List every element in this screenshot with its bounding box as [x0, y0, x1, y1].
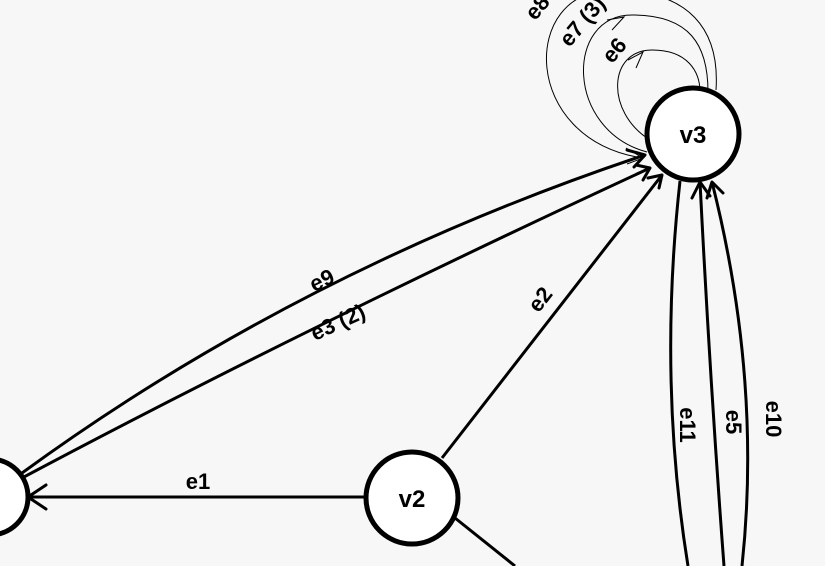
loop-e6-arrowhead	[627, 50, 645, 69]
edge-label-e9: e9	[305, 264, 338, 297]
edge-e2[interactable]	[440, 174, 664, 459]
edge-e3-arrowhead	[634, 163, 652, 182]
loop-e7[interactable]	[582, 14, 709, 153]
edge-label-e1: e1	[186, 469, 210, 494]
node-v2-label: v2	[399, 486, 426, 513]
edge-v2-bottom[interactable]	[454, 516, 516, 566]
edge-label-e2: e2	[523, 282, 558, 317]
edge-label-e3: e3 (2)	[306, 299, 369, 346]
node-left[interactable]	[0, 457, 31, 537]
edge-label-e10: e10	[761, 401, 786, 438]
loop-e8-arrowhead	[625, 147, 645, 165]
loop-e7-arrowhead	[606, 16, 626, 31]
edge-label-e6: e6	[597, 33, 632, 68]
node-v2-circle	[363, 449, 461, 547]
edge-label-e11: e11	[675, 407, 700, 443]
node-v3-circle	[644, 85, 742, 183]
edge-label-e8: e8	[520, 0, 555, 25]
self-loops	[546, 0, 717, 165]
edge-e10[interactable]	[710, 181, 750, 566]
edge-e2-arrowhead	[646, 173, 664, 190]
node-v2[interactable]: v2	[363, 449, 461, 547]
loop-e6[interactable]	[617, 49, 701, 141]
edge-e10-arrowhead	[705, 180, 725, 200]
loop-e8[interactable]	[546, 0, 717, 159]
edge-labels: e1 e2 e9 e3 (2) e11 e5 e10 e6 e7 (3) e8	[186, 0, 786, 494]
edge-e5-arrowhead	[690, 180, 712, 200]
edge-e9[interactable]	[21, 153, 646, 475]
edge-e11[interactable]	[669, 180, 690, 566]
edge-label-e5: e5	[721, 410, 746, 434]
nodes: v2 v3	[0, 85, 742, 547]
node-v3-label: v3	[680, 122, 707, 149]
edge-e3[interactable]	[21, 166, 651, 480]
node-v3[interactable]: v3	[644, 85, 742, 183]
edge-e5[interactable]	[698, 181, 726, 566]
